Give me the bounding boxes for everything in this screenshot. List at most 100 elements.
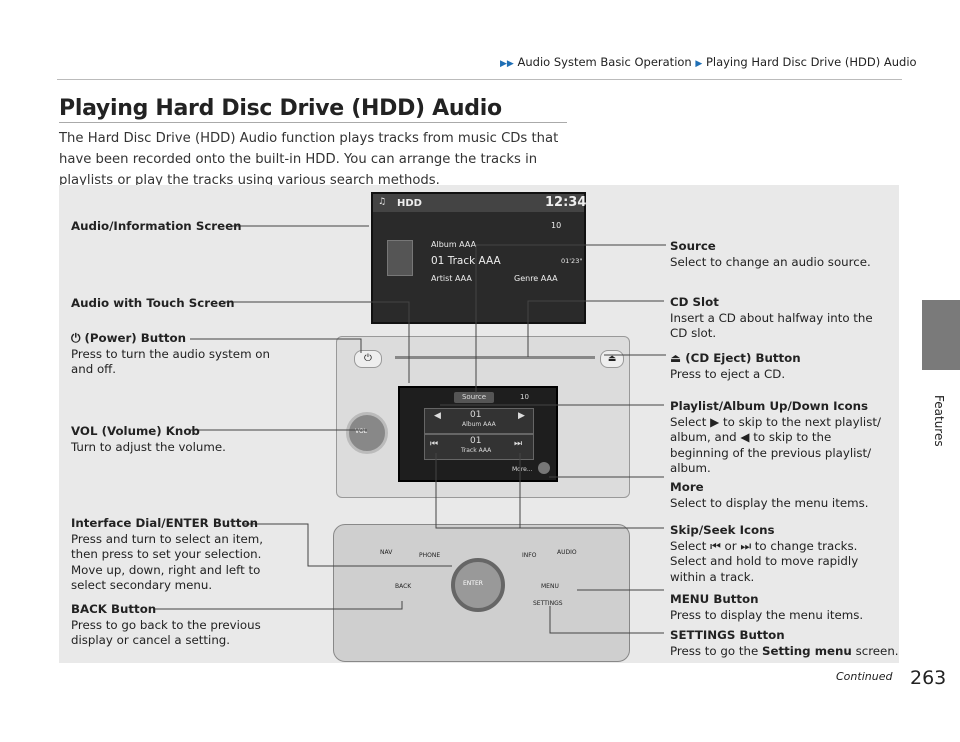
- menu-button[interactable]: MENU: [541, 583, 559, 590]
- label-settings: SETTINGS Button Press to go the Setting …: [670, 628, 899, 659]
- power-icon: ⏻: [71, 331, 85, 345]
- label-skip-desc2: Select and hold to move rapidly within a…: [670, 554, 859, 584]
- breadcrumb-part1[interactable]: Audio System Basic Operation: [517, 55, 692, 69]
- cd-slot[interactable]: [395, 356, 595, 359]
- label-vol-title: VOL (Volume) Knob: [71, 424, 200, 438]
- next-album-icon: ▶: [710, 414, 720, 429]
- music-icon: ♫: [378, 197, 387, 207]
- label-audio-info-screen-title: Audio/Information Screen: [71, 219, 242, 233]
- previous-album-icon: ◀: [740, 430, 750, 444]
- volume-knob[interactable]: VOL: [346, 412, 388, 454]
- screen-clock: 12:34: [545, 195, 587, 210]
- screen-source: HDD: [397, 198, 422, 209]
- label-settings-desc-b: screen.: [855, 643, 899, 658]
- info-button[interactable]: INFO: [522, 552, 537, 559]
- screen-elapsed: 01'23": [561, 257, 583, 265]
- breadcrumb: ▶▶ Audio System Basic Operation ▶ Playin…: [500, 55, 917, 69]
- interface-dial[interactable]: ENTER: [451, 558, 505, 612]
- breadcrumb-part2[interactable]: Playing Hard Disc Drive (HDD) Audio: [705, 55, 917, 69]
- label-audio-info-screen: Audio/Information Screen: [71, 219, 242, 235]
- screen-genre: Genre AAA: [514, 274, 558, 283]
- label-skip-desc-a: Select: [670, 538, 707, 553]
- skip-back-icon: ⏮: [710, 538, 721, 553]
- page-number: 263: [910, 667, 947, 689]
- header-rule: [57, 79, 902, 80]
- label-audio-touch-screen: Audio with Touch Screen: [71, 296, 235, 312]
- label-source-desc: Select to change an audio source.: [670, 254, 871, 269]
- nav-button[interactable]: NAV: [380, 549, 393, 556]
- label-interface-title: Interface Dial/ENTER Button: [71, 516, 258, 530]
- screen-volume: 10: [551, 221, 562, 230]
- section-label: Features: [932, 395, 946, 447]
- label-playlist-desc-c: to skip to the beginning of the previous…: [670, 430, 872, 475]
- power-button[interactable]: ⏻: [354, 350, 382, 368]
- touch-track-name: Track AAA: [461, 447, 492, 454]
- skip-forward-icon[interactable]: ⏭: [514, 439, 523, 449]
- touch-album-name: Album AAA: [462, 421, 496, 428]
- volume-knob-label: VOL: [355, 428, 368, 435]
- more-icon[interactable]: [538, 462, 550, 474]
- label-cd-slot-desc: Insert a CD about halfway into the CD sl…: [670, 310, 873, 341]
- label-more-title: More: [670, 480, 704, 494]
- label-vol: VOL (Volume) Knob Turn to adjust the vol…: [71, 424, 226, 455]
- label-cd-eject-title: (CD Eject) Button: [685, 351, 801, 365]
- skip-forward-icon: ⏭: [740, 538, 751, 553]
- album-row: [424, 408, 534, 434]
- label-skip-desc-or: or: [724, 538, 737, 553]
- label-power: ⏻ (Power) Button Press to turn the audio…: [71, 331, 271, 378]
- label-more: More Select to display the menu items.: [670, 480, 869, 511]
- label-settings-desc-a: Press to go the: [670, 643, 759, 658]
- page-title: Playing Hard Disc Drive (HDD) Audio: [59, 96, 502, 121]
- more-button[interactable]: More...: [512, 466, 533, 473]
- breadcrumb-arrow-icon: ▶▶: [500, 59, 514, 69]
- label-cd-slot-title: CD Slot: [670, 295, 719, 309]
- screen-artist: Artist AAA: [431, 274, 472, 283]
- skip-back-icon[interactable]: ⏮: [430, 439, 439, 449]
- screen-track: 01 Track AAA: [431, 255, 501, 267]
- label-interface-desc2: Move up, down, right and left to select …: [71, 562, 261, 593]
- enter-button[interactable]: ENTER: [463, 580, 483, 587]
- label-audio-touch-screen-title: Audio with Touch Screen: [71, 296, 235, 310]
- label-back: BACK Button Press to go back to the prev…: [71, 602, 271, 649]
- label-settings-title: SETTINGS Button: [670, 628, 785, 642]
- eject-icon: ⏏: [670, 351, 686, 365]
- label-playlist-title: Playlist/Album Up/Down Icons: [670, 399, 868, 413]
- label-skip: Skip/Seek Icons Select ⏮ or ⏭ to change …: [670, 523, 892, 585]
- label-skip-title: Skip/Seek Icons: [670, 523, 775, 537]
- screen-album: Album AAA: [431, 240, 477, 249]
- touch-volume: 10: [520, 393, 529, 401]
- back-button[interactable]: BACK: [395, 583, 412, 590]
- label-back-title: BACK Button: [71, 602, 157, 616]
- label-settings-desc-bold: Setting menu: [761, 643, 852, 658]
- source-button[interactable]: Source: [454, 392, 494, 403]
- label-interface: Interface Dial/ENTER Button Press and tu…: [71, 516, 276, 594]
- section-tab: [922, 300, 960, 370]
- label-power-title: (Power) Button: [84, 331, 186, 345]
- label-source-title: Source: [670, 239, 716, 253]
- settings-button[interactable]: SETTINGS: [533, 600, 563, 607]
- track-row: [424, 434, 534, 460]
- label-back-desc: Press to go back to the previous display…: [71, 617, 261, 648]
- label-playlist-desc-a: Select: [670, 414, 707, 429]
- phone-button[interactable]: PHONE: [419, 552, 441, 559]
- hdd-icon: [387, 240, 413, 276]
- label-interface-desc1: Press and turn to select an item, then p…: [71, 531, 263, 562]
- label-vol-desc: Turn to adjust the volume.: [71, 439, 226, 454]
- title-rule: [59, 122, 567, 123]
- label-cd-eject-desc: Press to eject a CD.: [670, 366, 786, 381]
- label-menu-desc: Press to display the menu items.: [670, 607, 864, 622]
- label-menu: MENU Button Press to display the menu it…: [670, 592, 863, 623]
- breadcrumb-arrow-icon: ▶: [695, 59, 703, 69]
- album-down-icon[interactable]: ◀: [434, 411, 441, 421]
- label-skip-desc-b: to change tracks.: [754, 538, 858, 553]
- label-cd-slot: CD Slot Insert a CD about halfway into t…: [670, 295, 885, 342]
- album-up-icon[interactable]: ▶: [518, 411, 525, 421]
- touch-album-num: 01: [470, 410, 482, 420]
- label-cd-eject: ⏏ (CD Eject) Button Press to eject a CD.: [670, 351, 801, 382]
- audio-button[interactable]: AUDIO: [557, 549, 577, 556]
- continued-label: Continued: [836, 670, 893, 683]
- label-playlist-desc-b: to skip to the next playlist/ album, and: [670, 414, 881, 445]
- label-power-desc: Press to turn the audio system on and of…: [71, 346, 271, 377]
- label-more-desc: Select to display the menu items.: [670, 495, 869, 510]
